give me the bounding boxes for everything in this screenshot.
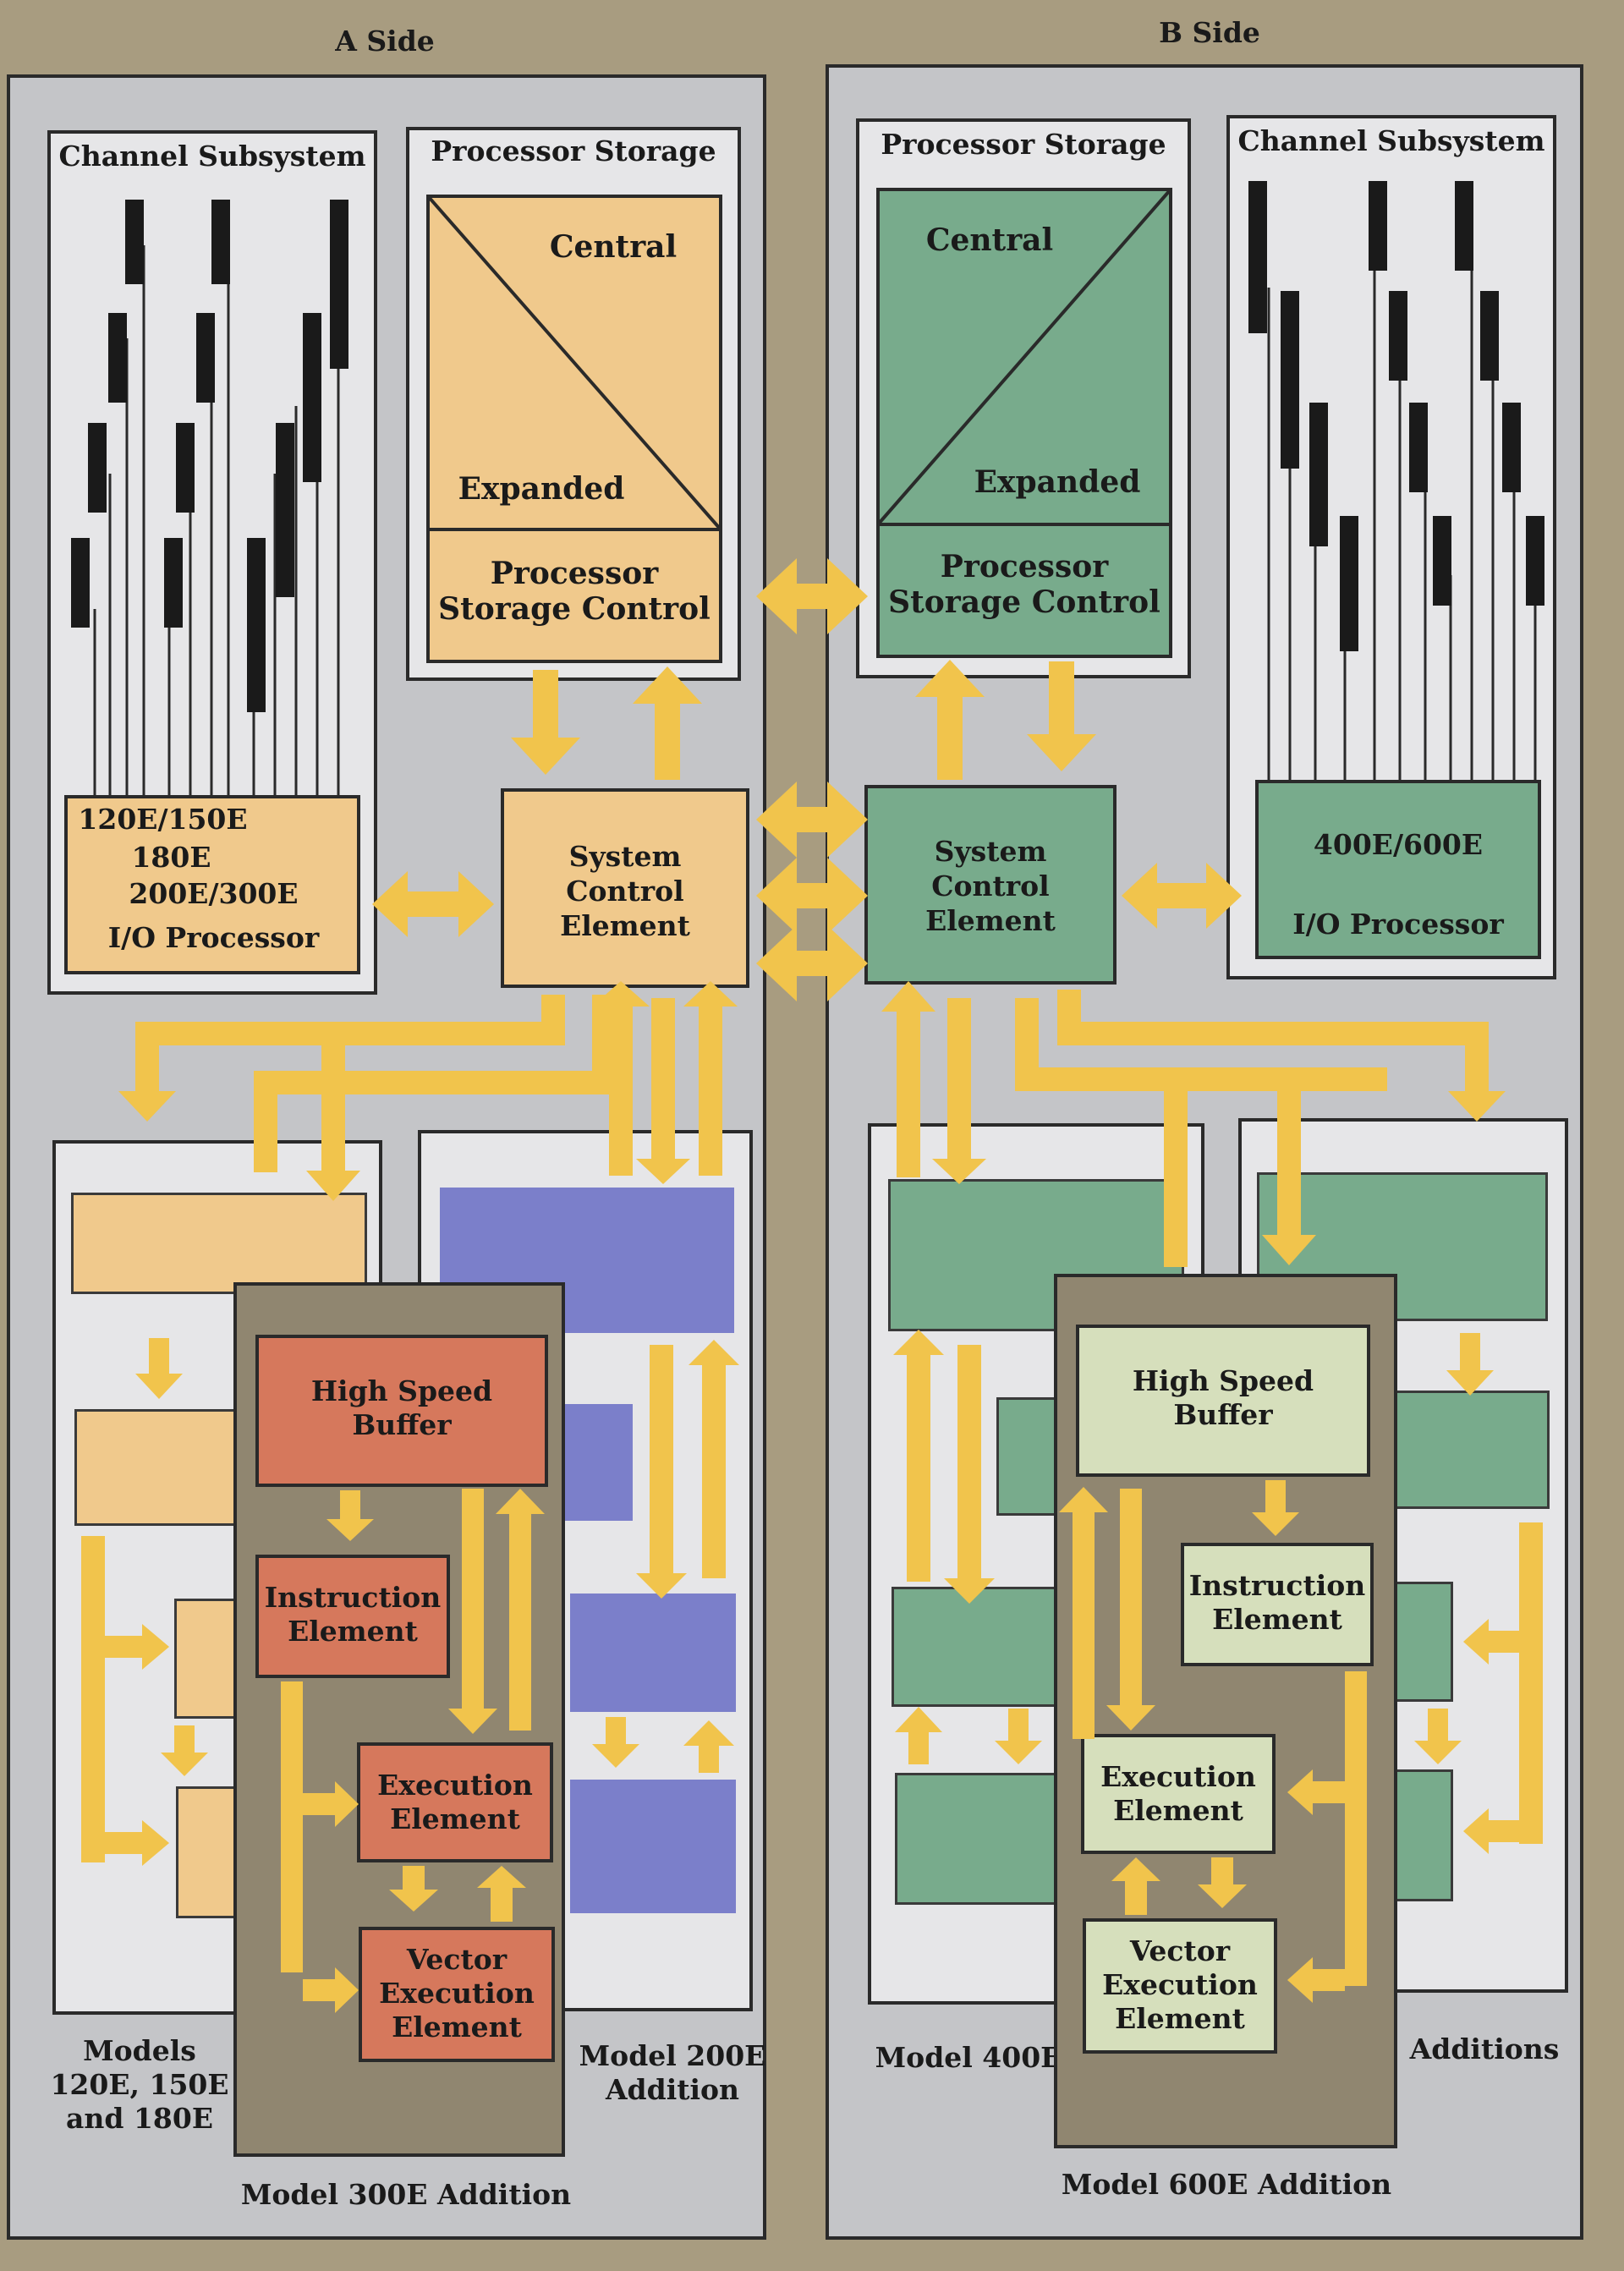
- a-processor-storage-title: Processor Storage: [431, 134, 716, 167]
- a-models-line3: and 180E: [66, 2102, 213, 2135]
- b-additions-label: Additions: [1409, 2032, 1560, 2065]
- a-hsb-line1: High Speed: [310, 1374, 493, 1407]
- a-central-label: Central: [549, 229, 678, 265]
- a-sce-line1: System: [568, 840, 682, 873]
- b-ee-line1: Execution: [1100, 1760, 1256, 1793]
- a-channel-bars: [71, 200, 348, 712]
- b-sce-line2: Control: [931, 869, 1050, 902]
- a-instruction-element: [255, 1555, 450, 1678]
- arrows: [81, 558, 1543, 2013]
- b-arrow-sce-to-storage: [915, 660, 985, 697]
- b-storage-control-line1: Processor: [940, 549, 1109, 584]
- a-ie-line1: Instruction: [264, 1581, 442, 1614]
- a-200e-box-4: [570, 1780, 736, 1913]
- b-expanded-label: Expanded: [974, 464, 1141, 500]
- a-vector-execution-element: [359, 1927, 555, 2062]
- b-vee-line1: Vector: [1129, 1934, 1231, 1967]
- a-200e-line2: Addition: [605, 2073, 740, 2106]
- a-models-line1: Models: [83, 2034, 196, 2067]
- b-system-control-element: [864, 785, 1116, 985]
- a-hsb-line2: Buffer: [352, 1408, 452, 1441]
- b-hsb-line1: High Speed: [1132, 1364, 1314, 1397]
- a-io-200-label: 200E/300E: [129, 877, 299, 910]
- b-storage-diagonal: [876, 188, 1172, 526]
- b-vee-line3: Element: [1115, 2002, 1245, 2035]
- a-sce-line3: Element: [560, 909, 690, 942]
- a-channel-subsystem-title: Channel Subsystem: [58, 140, 366, 173]
- b-high-speed-buffer: [1076, 1325, 1370, 1477]
- a-io-proc-label: I/O Processor: [107, 921, 320, 954]
- a-execution-element: [357, 1742, 553, 1862]
- b-channel-subsystem-title: Channel Subsystem: [1237, 124, 1545, 157]
- b-io-processor-box: [1255, 780, 1541, 959]
- a-io-180-label: 180E: [131, 841, 211, 874]
- a-vee-line1: Vector: [406, 1943, 508, 1976]
- a-sce-line2: Control: [566, 875, 684, 908]
- a-bus-top: [135, 1022, 558, 1045]
- b-sce-line1: System: [934, 835, 1047, 868]
- a-ee-line2: Element: [390, 1802, 520, 1835]
- a-arrow-storage-to-sce: [511, 738, 580, 775]
- b-instruction-element: [1181, 1543, 1374, 1666]
- a-channel-lines: [93, 237, 340, 797]
- a-models-line2: 120E, 150E: [50, 2068, 229, 2101]
- b-storage-control-box: [876, 523, 1172, 658]
- a-ee-line1: Execution: [377, 1769, 533, 1802]
- a-arrow-io-sce: [458, 871, 494, 937]
- b-io-proc-label: I/O Processor: [1292, 908, 1504, 941]
- b-ee-line2: Element: [1113, 1794, 1243, 1827]
- a-200e-box-3: [570, 1594, 736, 1712]
- a-storage-control-box: [426, 528, 722, 663]
- a-300e-label: Model 300E Addition: [240, 2178, 572, 2211]
- b-arrow-storage-to-sce: [1027, 734, 1096, 771]
- b-vector-execution-element: [1083, 1918, 1277, 2054]
- a-side-label: A Side: [335, 25, 435, 58]
- a-io-120-label: 120E/150E: [78, 803, 248, 836]
- b-channel-lines: [1267, 254, 1537, 782]
- a-storage-diagonal: [426, 195, 722, 531]
- b-hsb-line2: Buffer: [1173, 1398, 1273, 1431]
- arrow-sce-bus-2: [827, 858, 868, 934]
- a-ie-line2: Element: [288, 1615, 418, 1648]
- arrow-sce-bus-3: [827, 925, 868, 1001]
- a-io-processor-box: [64, 795, 360, 974]
- arrow-sce-bus-1: [827, 782, 868, 858]
- b-sce-line3: Element: [925, 904, 1056, 937]
- a-model-box-1: [71, 1193, 367, 1294]
- a-arrow-sce-to-storage: [633, 666, 702, 704]
- b-400e-box-4: [895, 1773, 1061, 1905]
- b-io-400-label: 400E/600E: [1313, 828, 1484, 861]
- a-200e-line1: Model 200E: [579, 2039, 766, 2072]
- b-vee-line2: Execution: [1102, 1968, 1258, 2001]
- b-side-label: B Side: [1159, 16, 1260, 49]
- a-vee-line2: Execution: [379, 1977, 535, 2010]
- b-execution-element: [1081, 1734, 1276, 1854]
- a-high-speed-buffer: [255, 1335, 548, 1487]
- a-storage-control-line1: Processor: [490, 556, 659, 591]
- a-expanded-label: Expanded: [458, 471, 625, 507]
- b-400e-label: Model 400E: [875, 2041, 1062, 2074]
- a-storage-control-line2: Storage Control: [438, 591, 710, 627]
- b-arrow-sce-io: [1206, 863, 1242, 929]
- b-channel-bars: [1248, 181, 1544, 651]
- b-600e-label: Model 600E Addition: [1061, 2168, 1392, 2201]
- b-processor-storage-title: Processor Storage: [881, 128, 1166, 161]
- arrow-storage-bus: [827, 558, 868, 634]
- a-vee-line3: Element: [392, 2010, 522, 2043]
- b-central-label: Central: [925, 222, 1054, 258]
- b-storage-control-line2: Storage Control: [888, 584, 1160, 620]
- b-bus-top: [1057, 1022, 1489, 1045]
- b-ie-line1: Instruction: [1188, 1569, 1366, 1602]
- b-ie-line2: Element: [1212, 1603, 1342, 1636]
- a-system-control-element: [501, 788, 749, 988]
